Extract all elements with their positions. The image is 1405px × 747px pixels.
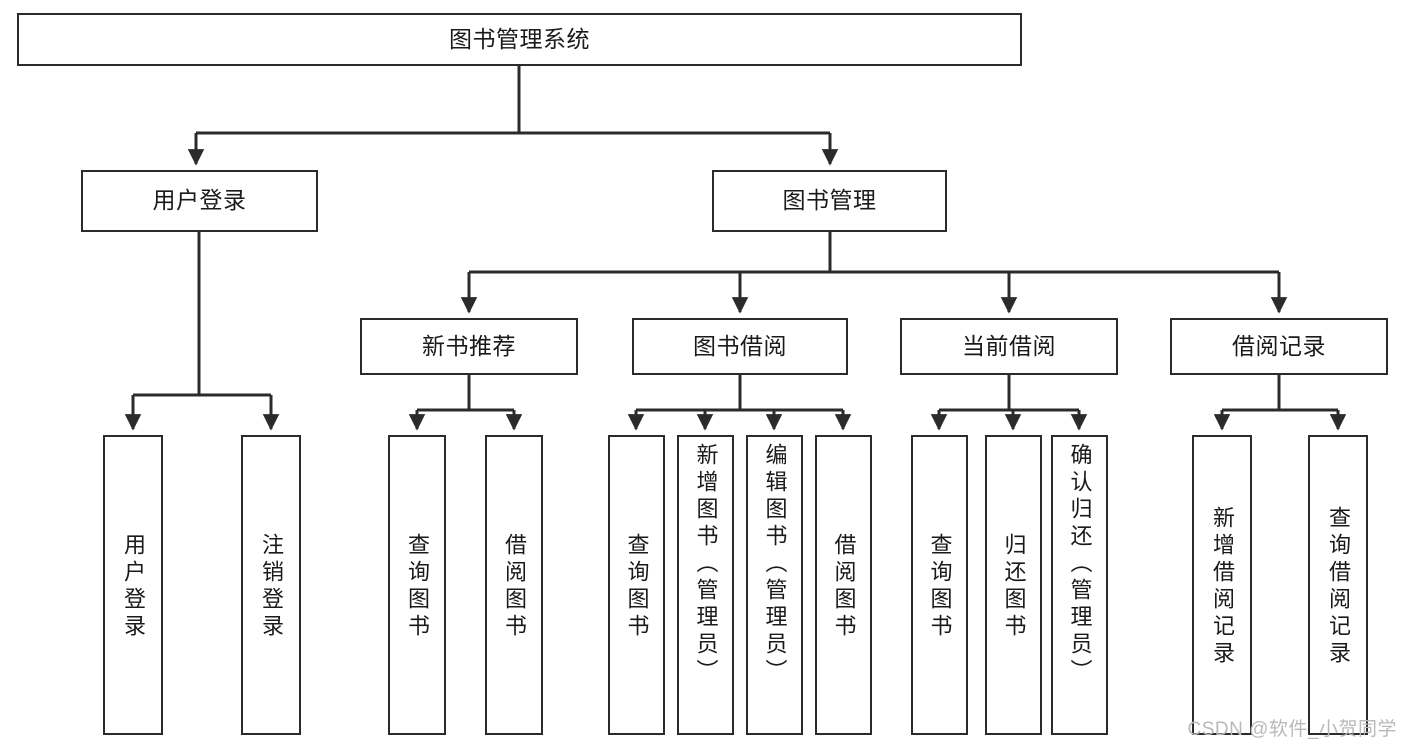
node-leaf-query-book-3[interactable]: 查询图书 xyxy=(911,435,968,735)
node-book-borrow[interactable]: 图书借阅 xyxy=(632,318,848,375)
node-leaf-add-book[interactable]: 新增图书（管理员） xyxy=(677,435,734,735)
node-borrow-record-label: 借阅记录 xyxy=(1232,332,1326,359)
node-book-manage[interactable]: 图书管理 xyxy=(712,170,947,232)
node-leaf-user-login-label: 用户登录 xyxy=(121,533,146,641)
node-leaf-query-book-2-label: 查询图书 xyxy=(624,533,650,641)
node-leaf-query-record[interactable]: 查询借阅记录 xyxy=(1308,435,1368,735)
node-leaf-add-record-label: 新增借阅记录 xyxy=(1210,506,1235,668)
node-leaf-edit-book[interactable]: 编辑图书（管理员） xyxy=(746,435,803,735)
node-new-book-recommend-label: 新书推荐 xyxy=(422,332,516,359)
node-leaf-query-book-3-label: 查询图书 xyxy=(927,533,953,641)
node-leaf-query-book-1[interactable]: 查询图书 xyxy=(388,435,446,735)
watermark: CSDN @软件_小贺同学 xyxy=(1187,719,1397,740)
node-leaf-return-book[interactable]: 归还图书 xyxy=(985,435,1042,735)
node-leaf-return-book-label: 归还图书 xyxy=(1001,533,1027,641)
node-leaf-confirm-return-label: 确认归还（管理员） xyxy=(1067,443,1093,686)
node-leaf-borrow-book-2[interactable]: 借阅图书 xyxy=(815,435,872,735)
node-current-borrow[interactable]: 当前借阅 xyxy=(900,318,1118,375)
node-root-label: 图书管理系统 xyxy=(449,25,590,52)
node-leaf-confirm-return[interactable]: 确认归还（管理员） xyxy=(1051,435,1108,735)
node-user-login-label: 用户登录 xyxy=(152,187,247,214)
node-book-manage-label: 图书管理 xyxy=(782,187,877,214)
node-leaf-query-record-label: 查询借阅记录 xyxy=(1326,506,1351,668)
node-root[interactable]: 图书管理系统 xyxy=(17,13,1022,66)
node-leaf-borrow-book-1-label: 借阅图书 xyxy=(502,533,527,641)
node-leaf-user-login[interactable]: 用户登录 xyxy=(103,435,163,735)
node-leaf-logout-login-label: 注销登录 xyxy=(259,533,284,641)
node-borrow-record[interactable]: 借阅记录 xyxy=(1170,318,1388,375)
node-book-borrow-label: 图书借阅 xyxy=(693,332,787,359)
node-leaf-query-book-2[interactable]: 查询图书 xyxy=(608,435,665,735)
node-leaf-borrow-book-2-label: 借阅图书 xyxy=(831,533,857,641)
node-leaf-borrow-book-1[interactable]: 借阅图书 xyxy=(485,435,543,735)
node-user-login[interactable]: 用户登录 xyxy=(81,170,318,232)
node-leaf-edit-book-label: 编辑图书（管理员） xyxy=(762,443,788,686)
node-leaf-logout-login[interactable]: 注销登录 xyxy=(241,435,301,735)
node-leaf-query-book-1-label: 查询图书 xyxy=(405,533,430,641)
node-new-book-recommend[interactable]: 新书推荐 xyxy=(360,318,578,375)
node-current-borrow-label: 当前借阅 xyxy=(962,332,1056,359)
node-leaf-add-book-label: 新增图书（管理员） xyxy=(693,443,719,686)
node-leaf-add-record[interactable]: 新增借阅记录 xyxy=(1192,435,1252,735)
